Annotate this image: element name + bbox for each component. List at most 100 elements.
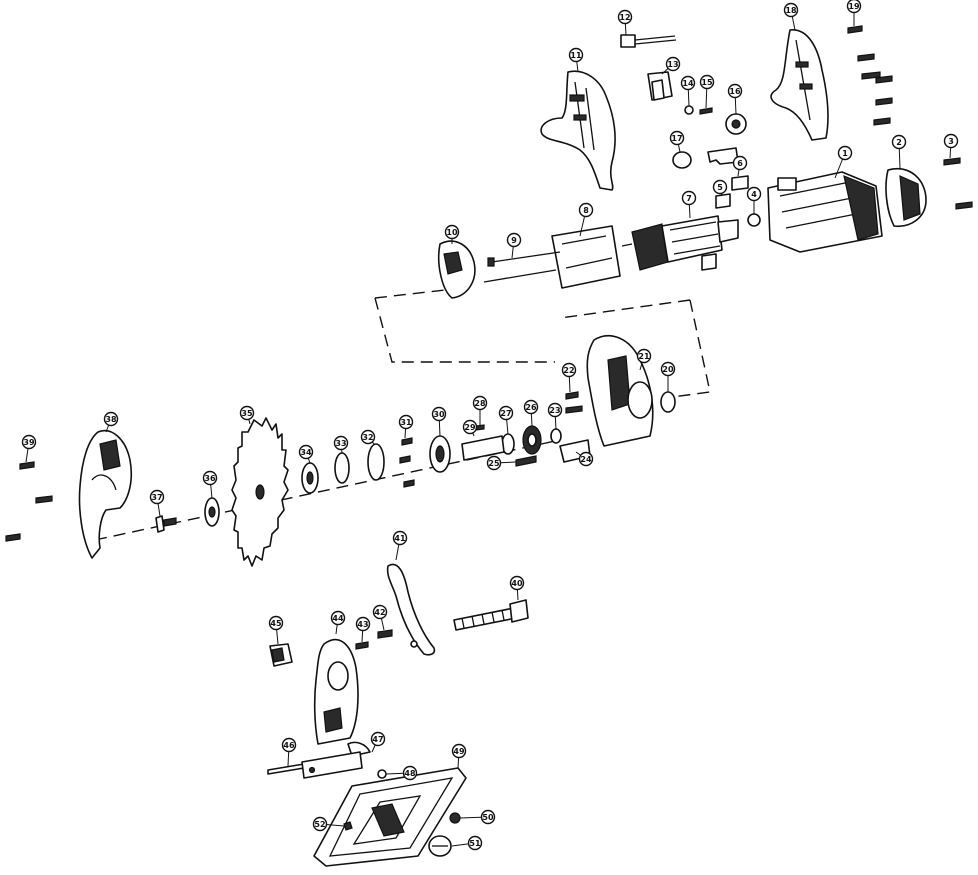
callout-circle-40 <box>509 575 525 591</box>
callout-number-46: 46 <box>283 741 295 750</box>
callout-47: 47 <box>370 731 386 747</box>
callout-circle-14 <box>680 75 696 91</box>
callout-number-9: 9 <box>511 236 517 245</box>
callout-circle-12 <box>617 9 633 25</box>
callout-number-3: 3 <box>948 137 954 146</box>
assembly-dashed-outline <box>374 289 711 399</box>
callout-circle-19 <box>846 0 862 14</box>
callout-5: 5 <box>712 179 728 195</box>
callout-circle-28 <box>472 395 488 411</box>
washer-part-33 <box>334 452 350 484</box>
callout-number-39: 39 <box>23 438 35 447</box>
callout-39: 39 <box>21 434 37 450</box>
callout-number-41: 41 <box>394 534 406 543</box>
callout-circle-23 <box>547 402 563 418</box>
small-screw-part <box>699 107 713 115</box>
bearing-part-20 <box>660 391 676 413</box>
callout-45: 45 <box>268 615 284 631</box>
callout-17: 17 <box>669 130 685 146</box>
callout-28: 28 <box>472 395 488 411</box>
cable-sleeve-part <box>672 147 739 169</box>
callout-number-24: 24 <box>580 455 592 464</box>
callout-circle-48 <box>402 765 418 781</box>
callout-circle-37 <box>149 489 165 505</box>
callout-number-2: 2 <box>896 138 902 147</box>
callout-circle-18 <box>783 2 799 18</box>
callout-circle-38 <box>103 411 119 427</box>
callout-circle-51 <box>467 835 483 851</box>
gear-part-26 <box>522 425 542 455</box>
callout-24: 24 <box>578 451 594 467</box>
callout-circle-26 <box>523 399 539 415</box>
callout-number-27: 27 <box>500 409 511 418</box>
callout-circle-49 <box>451 743 467 759</box>
screw-part-25 <box>515 455 537 467</box>
callout-number-16: 16 <box>729 87 741 96</box>
hinge-part <box>301 751 363 779</box>
screw-part-42 <box>377 629 393 639</box>
callout-number-21: 21 <box>638 352 650 361</box>
end-cap-part <box>885 167 927 227</box>
callout-circle-36 <box>202 470 218 486</box>
callout-21: 21 <box>636 348 652 364</box>
callout-circle-15 <box>699 74 715 90</box>
callout-number-30: 30 <box>433 410 445 419</box>
callout-circle-52 <box>312 816 328 832</box>
stator-part <box>551 225 621 289</box>
callout-number-37: 37 <box>151 493 162 502</box>
callout-number-47: 47 <box>372 735 383 744</box>
callout-number-36: 36 <box>204 474 216 483</box>
callout-number-32: 32 <box>362 433 373 442</box>
armature-part <box>621 215 739 271</box>
callout-18: 18 <box>783 2 799 18</box>
callout-number-50: 50 <box>482 813 494 822</box>
callout-number-6: 6 <box>737 159 743 168</box>
callout-10: 10 <box>444 224 460 240</box>
callout-circle-13 <box>665 56 681 72</box>
callout-number-20: 20 <box>662 365 674 374</box>
callout-44: 44 <box>330 610 346 626</box>
clip-part <box>684 105 694 115</box>
callout-11: 11 <box>568 47 584 63</box>
screw-set-19 <box>847 25 893 126</box>
callout-3: 3 <box>943 133 959 149</box>
callout-46: 46 <box>281 737 297 753</box>
washer-part-23 <box>550 428 562 444</box>
callout-circle-3 <box>943 133 959 149</box>
callout-circle-39 <box>21 434 37 450</box>
callout-number-1: 1 <box>842 149 848 158</box>
callout-number-26: 26 <box>525 403 537 412</box>
callout-circle-11 <box>568 47 584 63</box>
callout-4: 4 <box>746 186 762 202</box>
callout-49: 49 <box>451 743 467 759</box>
pin-part <box>267 763 305 775</box>
callout-number-12: 12 <box>619 13 630 22</box>
blade-guard-part <box>78 429 133 559</box>
callout-circle-35 <box>239 405 255 421</box>
callout-number-11: 11 <box>570 51 582 60</box>
callout-36: 36 <box>202 470 218 486</box>
callout-circle-22 <box>561 362 577 378</box>
callout-8: 8 <box>578 202 594 218</box>
callout-number-45: 45 <box>270 619 282 628</box>
callout-circle-25 <box>486 455 502 471</box>
callout-52: 52 <box>312 816 328 832</box>
switch-part <box>620 34 677 48</box>
callout-48: 48 <box>402 765 418 781</box>
callout-circle-24 <box>578 451 594 467</box>
callout-circle-44 <box>330 610 346 626</box>
callout-circle-20 <box>660 361 676 377</box>
screw-set-22 <box>565 391 583 414</box>
callout-number-8: 8 <box>583 206 589 215</box>
depth-rod-part <box>453 599 529 631</box>
callout-33: 33 <box>333 435 349 451</box>
motor-housing-part <box>767 171 883 253</box>
callout-9: 9 <box>506 232 522 248</box>
callout-circle-47 <box>370 731 386 747</box>
callout-14: 14 <box>680 75 696 91</box>
callout-circle-30 <box>431 406 447 422</box>
callout-circle-34 <box>298 444 314 460</box>
callout-27: 27 <box>498 405 514 421</box>
callout-circle-45 <box>268 615 284 631</box>
